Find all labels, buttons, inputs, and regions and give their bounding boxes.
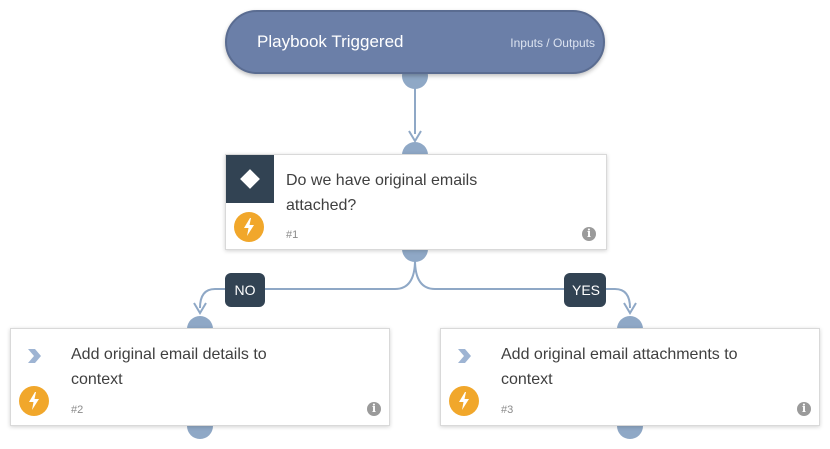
info-icon[interactable]: i xyxy=(797,402,811,416)
branch-label-no[interactable]: NO xyxy=(225,273,265,307)
task-text: Add original email attachments to contex… xyxy=(501,346,738,388)
condition-node[interactable]: Do we have original emails attached? #1 … xyxy=(225,154,607,250)
task-number: #3 xyxy=(501,404,514,416)
task-number: #2 xyxy=(71,404,84,416)
connector-no-branch xyxy=(199,259,416,309)
lightning-icon xyxy=(19,386,49,416)
arrowhead-no xyxy=(193,302,207,315)
inputs-outputs-link[interactable]: Inputs / Outputs xyxy=(510,36,595,50)
condition-text: Do we have original emails attached? xyxy=(286,172,478,214)
connector-yes-branch xyxy=(414,259,631,309)
task-text: Add original email details to context xyxy=(71,346,267,388)
task-node-add-email-attachments[interactable]: Add original email attachments to contex… xyxy=(440,328,820,426)
condition-type-badge xyxy=(226,155,274,203)
chevron-right-icon xyxy=(26,346,46,366)
branch-label-yes[interactable]: YES xyxy=(564,273,606,307)
trigger-title: Playbook Triggered xyxy=(257,32,404,51)
info-icon[interactable]: i xyxy=(367,402,381,416)
playbook-trigger-node[interactable]: Playbook Triggered Inputs / Outputs xyxy=(225,10,605,74)
arrowhead-yes xyxy=(623,302,637,315)
info-icon[interactable]: i xyxy=(582,227,596,241)
chevron-right-icon xyxy=(456,346,476,366)
task-number: #1 xyxy=(286,229,299,241)
task-node-add-email-details[interactable]: Add original email details to context #2… xyxy=(10,328,390,426)
arrowhead-condition xyxy=(408,130,422,143)
diamond-icon xyxy=(240,169,260,189)
lightning-icon xyxy=(449,386,479,416)
lightning-icon xyxy=(234,212,264,242)
